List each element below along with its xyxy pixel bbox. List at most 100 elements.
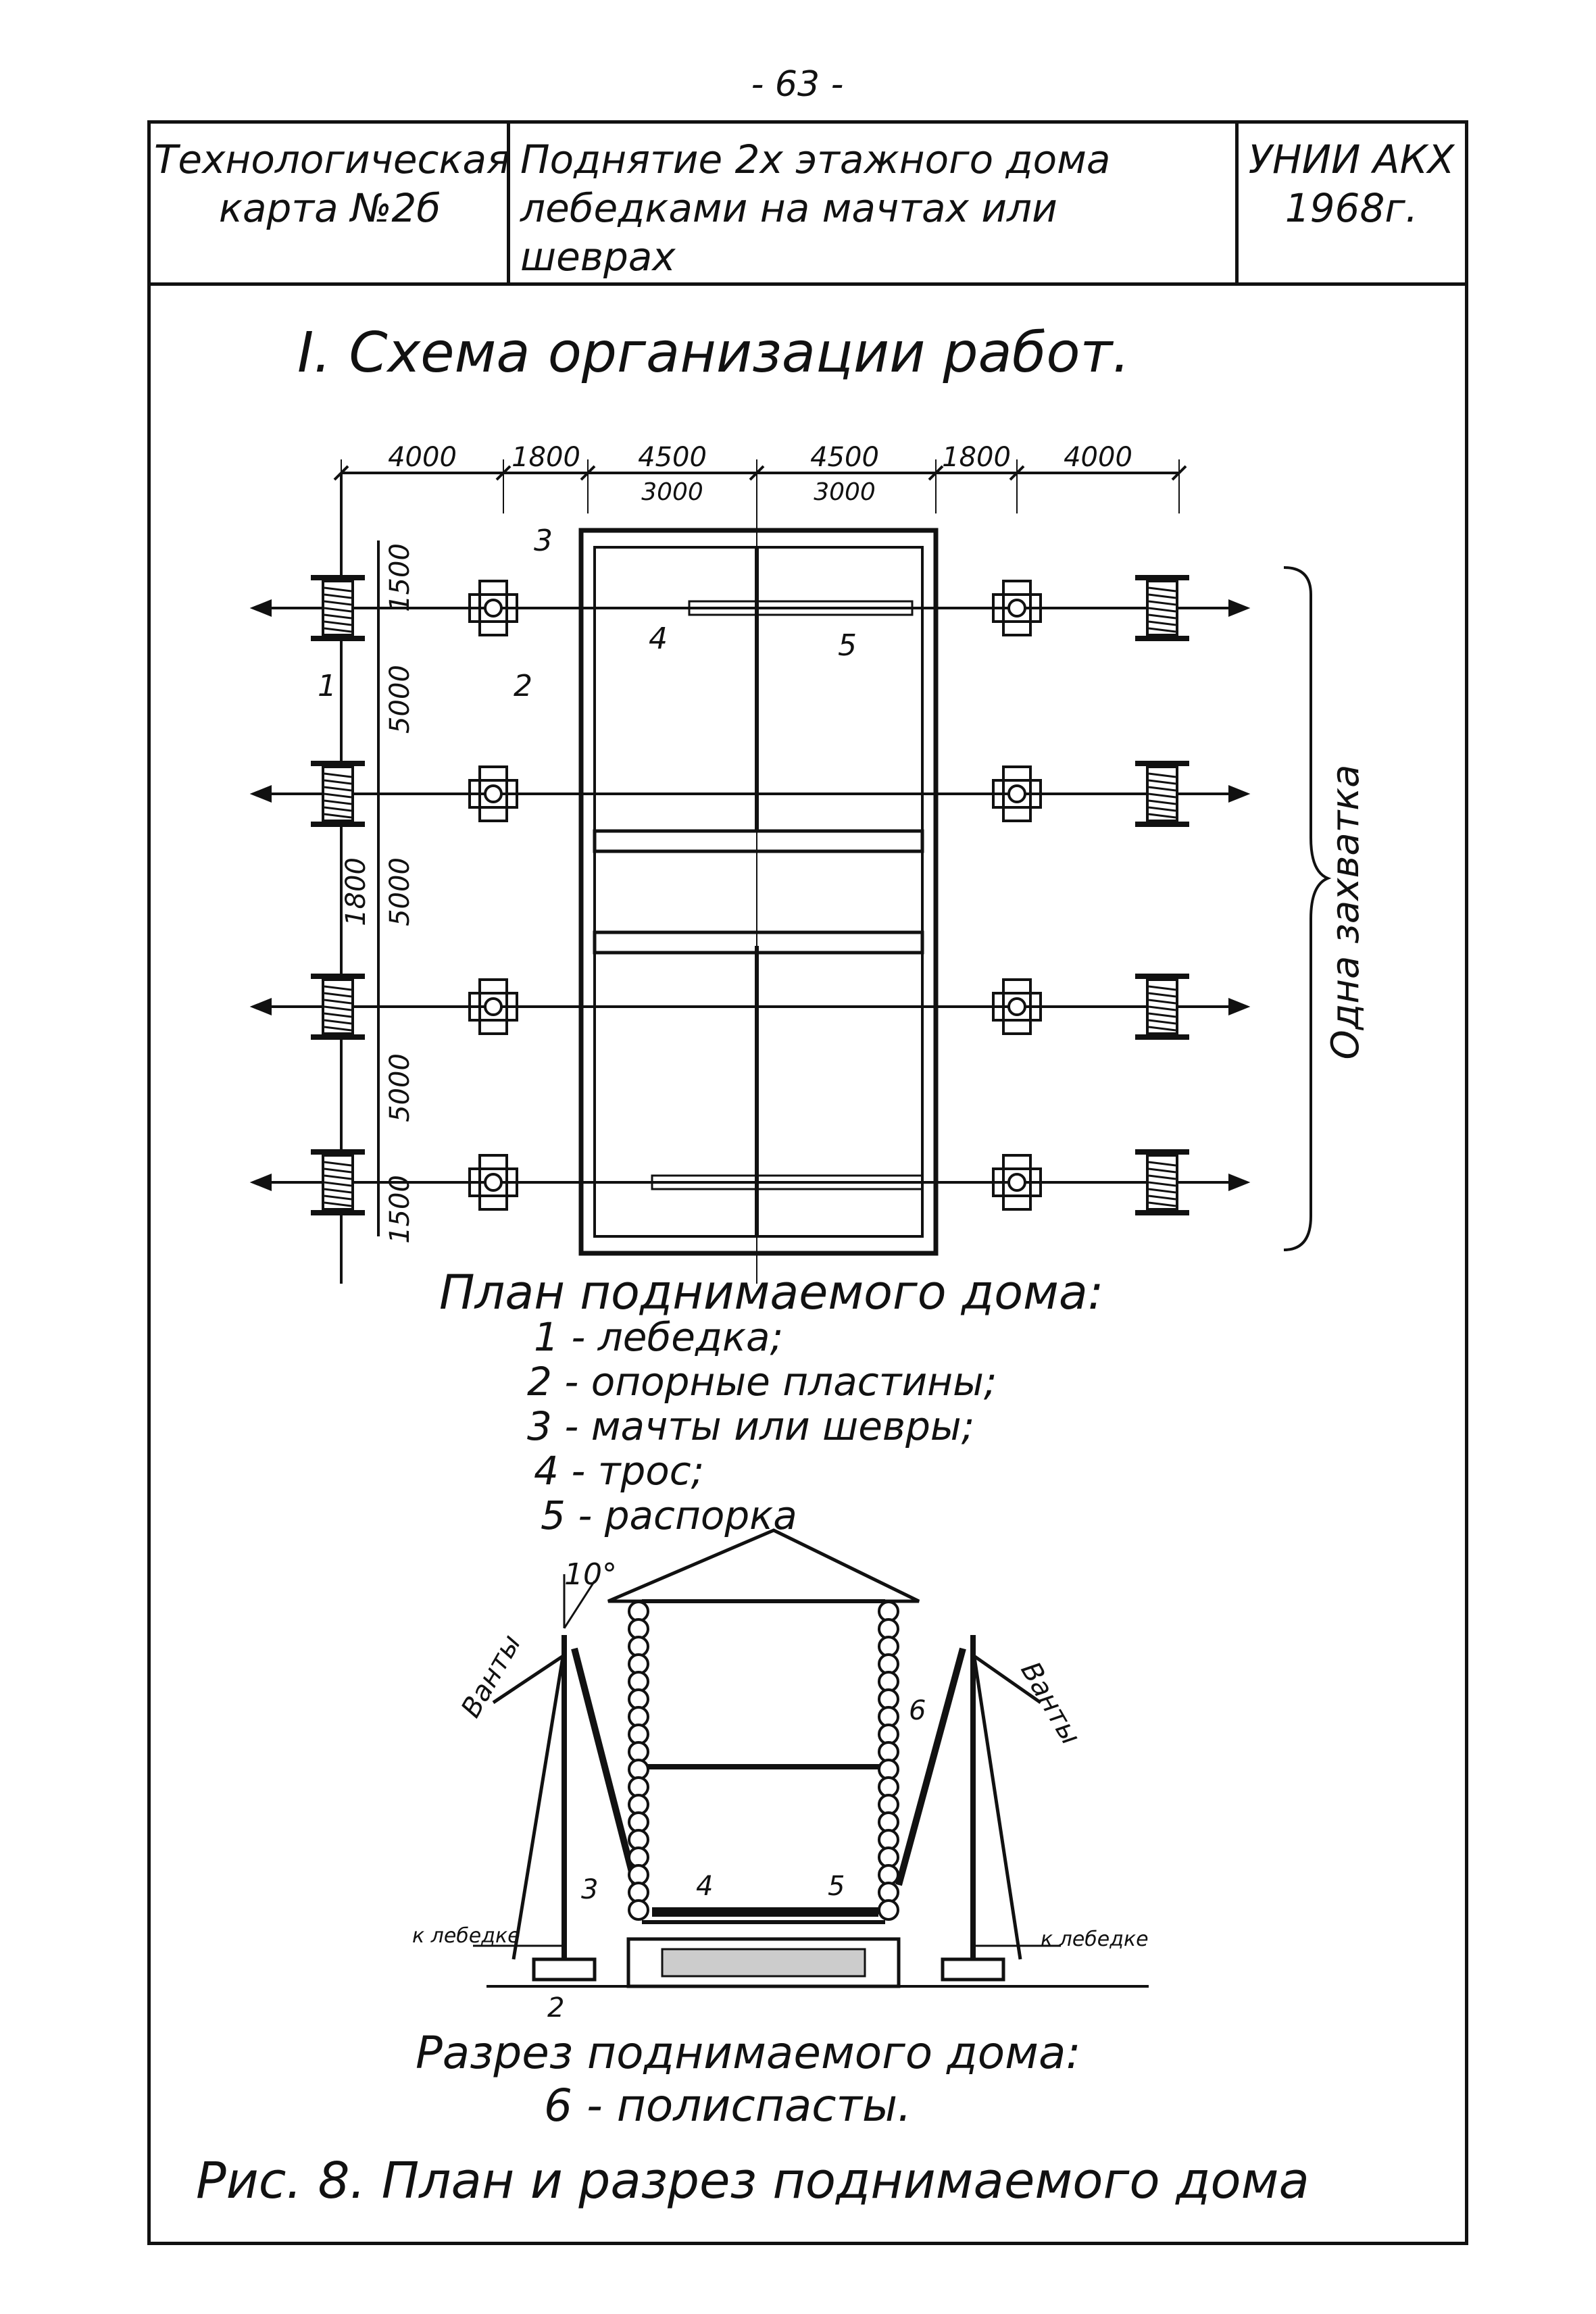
page-number: - 63 -: [751, 64, 844, 105]
wall-log: [628, 1882, 649, 1903]
wall-log: [628, 1811, 649, 1833]
wall-log: [628, 1846, 649, 1868]
wall-log: [878, 1636, 899, 1657]
arrow-right-icon: [1228, 1174, 1251, 1191]
right-guy-label: Ванты: [1014, 1657, 1086, 1750]
left-dim-label: 1500: [384, 1175, 416, 1244]
section-callout-4: 4: [696, 1871, 713, 1902]
top-dim-alt-label: 3000: [641, 478, 703, 506]
foundation-fill: [661, 1948, 866, 1978]
wall-log: [628, 1864, 649, 1886]
plan-legend: План поднимаемого дома: 1 - лебедка; 2 -…: [439, 1269, 1250, 1538]
left-pulley-block: [571, 1647, 639, 1886]
winch-icon: [1135, 761, 1189, 827]
section-legend-heading: Разрез поднимаемого дома:: [416, 2027, 1081, 2079]
plan-legend-item-1: 1 - лебедка;: [534, 1314, 784, 1360]
subject-line1: Поднятие 2х этажного дома: [520, 136, 1111, 182]
mast-plate-icon: [992, 765, 1042, 822]
arrow-right-icon: [1228, 599, 1251, 617]
wall-log: [878, 1601, 899, 1622]
right-mast-strut: [971, 1648, 1022, 1960]
plan-legend-item-3: 3 - мачты или шевры;: [527, 1403, 975, 1449]
wall-log: [628, 1618, 649, 1640]
top-dim-label: 4500: [638, 442, 707, 473]
arrow-right-icon: [1228, 998, 1251, 1015]
angle-tilt-line: [563, 1580, 596, 1629]
wall-log: [628, 1829, 649, 1851]
right-base-plate: [941, 1957, 1005, 1982]
wall-log: [878, 1759, 899, 1780]
section-legend: Разрез поднимаемого дома: 6 - полиспасты…: [416, 2027, 1226, 2132]
angle-label: 10°: [564, 1557, 617, 1592]
card-title: Технологическая карта №2б: [154, 135, 510, 232]
brace-label: Одна захватка: [1324, 765, 1368, 1060]
cable-row: [249, 974, 1251, 1040]
wall-log: [628, 1759, 649, 1780]
arrow-right-icon: [1228, 785, 1251, 803]
wall-log: [878, 1882, 899, 1903]
winch-icon: [311, 761, 365, 827]
subject-line2: лебедками на мачтах или: [520, 185, 1057, 231]
top-dim-label: 4000: [1064, 442, 1132, 473]
left-dim-label: 1500: [384, 543, 416, 612]
org-line1: УНИИ АКХ: [1248, 136, 1455, 182]
mast-plate-icon: [992, 978, 1042, 1035]
wall-log: [628, 1671, 649, 1692]
header-col-divider-2: [1235, 120, 1239, 282]
subject-line3: шеврах: [520, 234, 676, 280]
organization: УНИИ АКХ 1968г.: [1243, 135, 1460, 232]
wall-log: [628, 1741, 649, 1763]
winch-icon: [1135, 1149, 1189, 1215]
header-col-divider-1: [507, 120, 510, 282]
left-dim-label: 5000: [384, 857, 416, 926]
mast-plate-icon: [468, 978, 518, 1035]
plan-callout: 4: [649, 622, 668, 656]
winch-icon: [1135, 974, 1189, 1040]
cable-row: [249, 575, 1251, 641]
right-pulley-block: [895, 1647, 966, 1886]
left-dim-inner-label: 1800: [341, 857, 372, 926]
left-winch-label: к лебедке: [412, 1924, 520, 1948]
wall-log: [878, 1846, 899, 1868]
plan-callout: 5: [838, 628, 857, 663]
wall-log: [628, 1776, 649, 1798]
house-outer-wall: [578, 528, 939, 1256]
wall-log: [878, 1724, 899, 1745]
arrow-left-icon: [249, 785, 272, 803]
wall-log: [878, 1864, 899, 1886]
spreader-bottom: [651, 1174, 924, 1190]
winch-icon: [311, 575, 365, 641]
mast-plate-icon: [992, 580, 1042, 636]
plan-callout: 2: [514, 669, 532, 703]
cable-row: [249, 1149, 1251, 1215]
left-mast-strut: [512, 1648, 566, 1960]
wall-log: [628, 1899, 649, 1921]
mast-plate-icon: [468, 765, 518, 822]
wall-log: [878, 1829, 899, 1851]
left-base-plate: [532, 1957, 597, 1982]
wall-log: [878, 1794, 899, 1815]
wall-log: [878, 1671, 899, 1692]
top-dim-label: 1800: [512, 442, 580, 473]
left-dim-label: 5000: [384, 1053, 416, 1122]
wall-log: [878, 1653, 899, 1675]
plan-legend-item-2: 2 - опорные пластины;: [527, 1359, 997, 1405]
section-callout-2: 2: [547, 1992, 564, 2023]
beam-upper: [593, 829, 924, 853]
top-dim-label: 1800: [942, 442, 1011, 473]
section-callout-6: 6: [909, 1695, 926, 1726]
wall-log: [628, 1724, 649, 1745]
arrow-left-icon: [249, 998, 272, 1015]
wall-log: [878, 1776, 899, 1798]
wall-log: [628, 1706, 649, 1728]
arrow-left-icon: [249, 1174, 272, 1191]
cable-row: [249, 761, 1251, 827]
roof: [607, 1528, 920, 1603]
section-callout-5: 5: [828, 1871, 845, 1902]
right-winch-label: к лебедке: [1041, 1928, 1149, 1951]
left-dim-label: 5000: [384, 665, 416, 734]
right-guy: [972, 1653, 1042, 1705]
wall-log: [878, 1811, 899, 1833]
